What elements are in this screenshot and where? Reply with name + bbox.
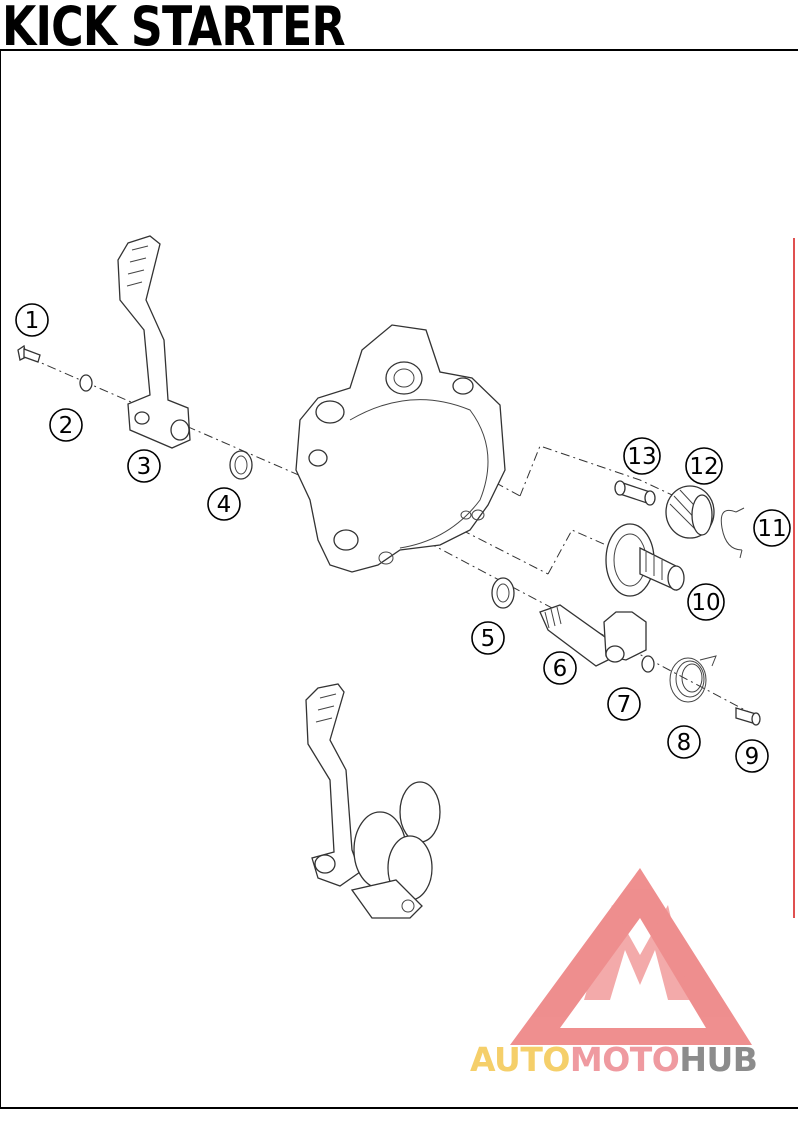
kick-gear-part (665, 485, 715, 539)
svg-text:2: 2 (59, 413, 74, 439)
callout-7: 7 (607, 687, 641, 721)
svg-text:1: 1 (25, 308, 40, 334)
watermark-part-moto: MOTO (569, 1040, 680, 1079)
callout-1: 1 (15, 303, 49, 337)
svg-text:3: 3 (137, 454, 152, 480)
torsion-spring-part (669, 655, 717, 703)
callout-3: 3 (127, 449, 161, 483)
page-title: KICK STARTER (2, 0, 346, 58)
margin-rule (793, 238, 795, 918)
washer-small-part (641, 655, 655, 673)
callout-8: 8 (667, 725, 701, 759)
svg-text:11: 11 (757, 516, 786, 542)
svg-text:6: 6 (553, 656, 568, 682)
kick-shaft-part (539, 604, 647, 667)
watermark-part-hub: HUB (679, 1040, 758, 1079)
kick-lever-part (117, 235, 191, 449)
callout-6: 6 (543, 651, 577, 685)
callout-13: 13 (623, 437, 661, 475)
crankcase-cover (295, 324, 506, 573)
diagram-frame (0, 49, 798, 1109)
watermark-text: AUTOMOTOHUB (470, 1040, 758, 1080)
callout-11: 11 (753, 509, 791, 547)
svg-text:13: 13 (627, 444, 656, 470)
bolt-part (17, 344, 41, 363)
svg-text:5: 5 (481, 626, 496, 652)
svg-text:12: 12 (689, 454, 718, 480)
callout-12: 12 (685, 447, 723, 485)
callout-5: 5 (471, 621, 505, 655)
dowel-pin-part (735, 707, 761, 726)
svg-text:9: 9 (745, 744, 760, 770)
callout-10: 10 (687, 583, 725, 621)
intermediate-gear-part (605, 523, 685, 597)
svg-text:8: 8 (677, 730, 692, 756)
watermark-logo-icon (510, 868, 752, 1045)
svg-text:7: 7 (617, 692, 632, 718)
seal-ring-part (229, 450, 253, 480)
washer-large-part (491, 577, 515, 609)
watermark-part-auto: AUTO (470, 1040, 570, 1079)
bushing-part (614, 480, 656, 506)
circlip-part (720, 507, 745, 559)
callout-4: 4 (207, 487, 241, 521)
callout-2: 2 (49, 408, 83, 442)
callout-9: 9 (735, 739, 769, 773)
svg-text:4: 4 (217, 492, 232, 518)
assembled-view (305, 683, 441, 919)
washer-part (79, 374, 93, 392)
svg-text:10: 10 (691, 590, 720, 616)
